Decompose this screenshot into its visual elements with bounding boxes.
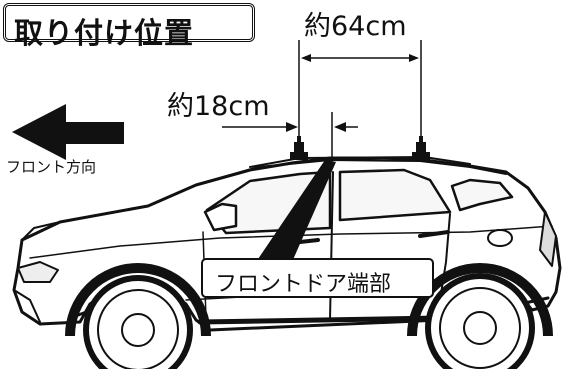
roof-carrier-foot-icon-front [290,136,308,160]
front-door-edge-callout: フロントドア端部 [201,258,434,298]
roof-carrier-foot-icon-rear [412,136,430,160]
title-box: 取り付け位置 [3,3,255,50]
front-wheel-icon [65,263,211,369]
front-offset-label: 約18cm [167,91,270,122]
rear-wheel-icon [407,263,553,369]
callout-label: フロントドア端部 [215,272,392,297]
page-title: 取り付け位置 [14,16,195,50]
callout-pointer [256,160,336,262]
arrow-left-icon [12,104,124,160]
bar-spacing-label: 約64cm [304,11,407,42]
direction-label: フロント方向 [6,158,97,176]
dimension-64-lines [298,40,422,136]
dimension-18-lines [222,112,358,165]
